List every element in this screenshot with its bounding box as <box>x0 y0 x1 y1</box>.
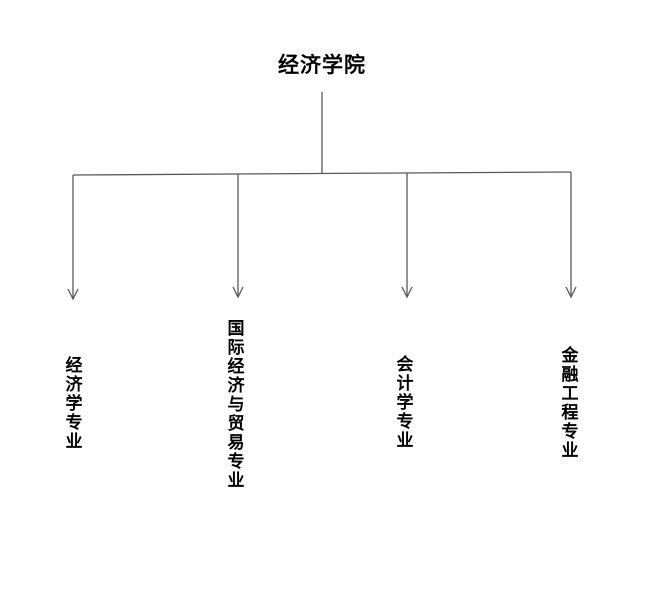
child-node-economics: 经济学专业 <box>65 356 83 452</box>
child-node-international-trade: 国际经济与贸易专业 <box>227 319 245 491</box>
arrow-to-accounting <box>401 173 413 299</box>
arrow-to-financial-engineering <box>565 172 577 299</box>
arrow-to-international-trade <box>232 174 244 299</box>
branch-bar-line <box>72 171 572 176</box>
child-node-financial-engineering: 金融工程专业 <box>561 346 579 461</box>
child-node-accounting: 会计学专业 <box>396 355 414 451</box>
root-node-label: 经济学院 <box>278 52 366 77</box>
arrow-to-economics <box>67 175 79 301</box>
